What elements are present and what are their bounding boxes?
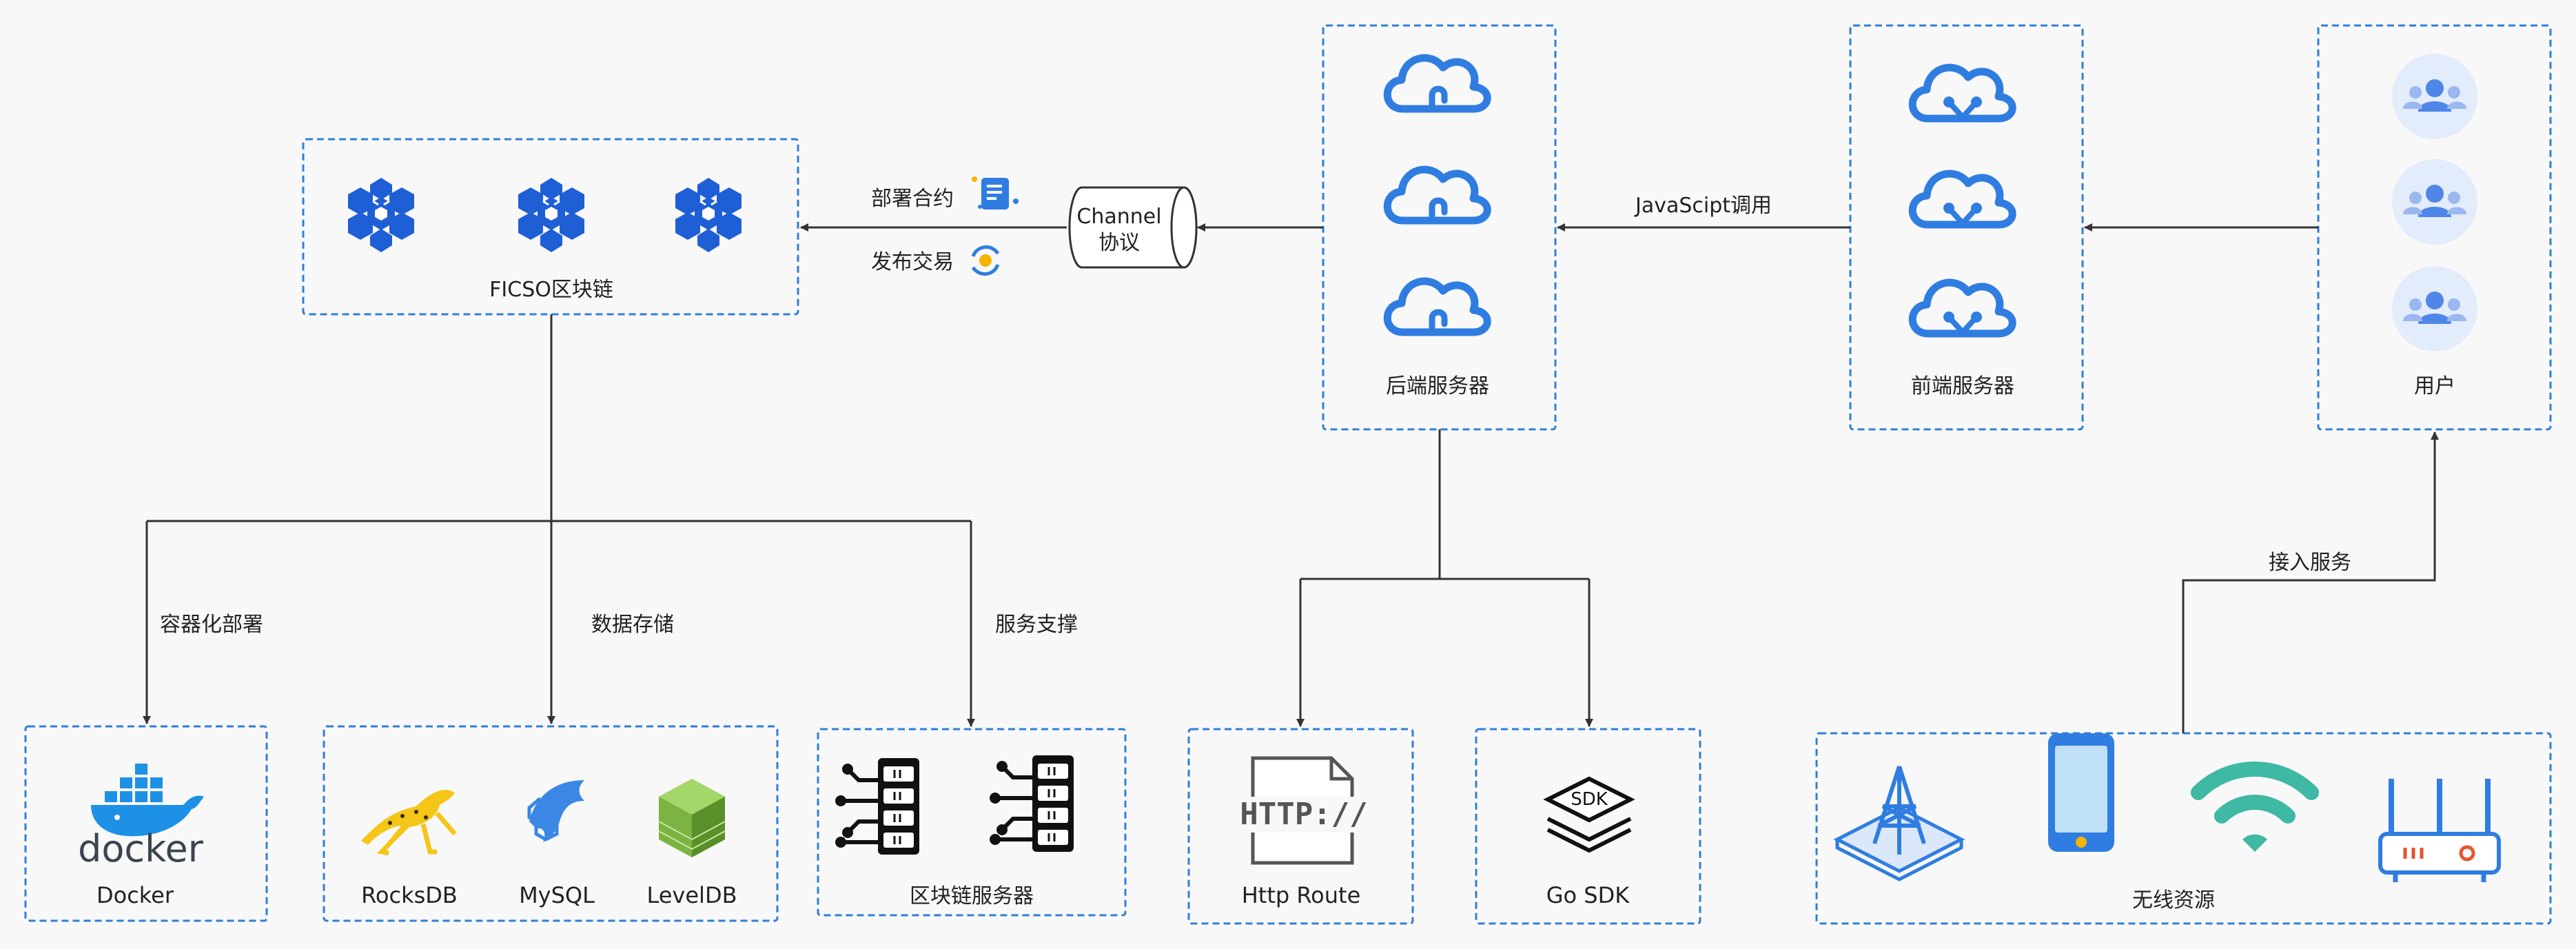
http-box [1187,728,1414,925]
server-rack-icon [835,758,919,855]
cloud-network-icon [1912,68,2012,119]
backend-branch-lines [1300,429,1589,580]
router-icon [2378,779,2501,882]
channel-label-1: Channel [1076,205,1161,229]
docker-whale-icon [91,764,204,837]
cloud-network-icon [1912,283,2012,334]
ficso-box [302,138,799,316]
leveldb-cube-icon [658,779,726,857]
chain-server-box [817,728,1127,917]
rocksdb-label: RocksDB [361,882,458,908]
chain-server-label: 区块链服务器 [910,884,1034,908]
frontend-label: 前端服务器 [1911,374,2014,398]
channel-cylinder: Channel 协议 [1068,186,1198,269]
blockchain-cube-icon [674,176,743,254]
http-icon-text: HTTP:// [1240,797,1367,832]
publish-tx-label: 发布交易 [871,250,954,274]
js-call-label: JavaScipt调用 [1634,194,1772,218]
blockchain-cube-icon [347,176,416,254]
user-group-icon [2392,266,2477,351]
cloud-network-icon [1912,174,2012,225]
user-group-icon [2392,54,2477,139]
ficso-branch-lines [147,314,971,522]
containerize-label: 容器化部署 [160,613,263,637]
deploy-contract-label: 部署合约 [871,187,954,211]
sdk-layers-icon: SDK [1543,776,1635,853]
docker-box [24,725,268,922]
data-storage-label: 数据存储 [591,613,674,637]
exchange-icon [971,245,1000,276]
cloud-network-icon [1387,170,1487,221]
channel-label-2: 协议 [1098,231,1140,255]
backend-label: 后端服务器 [1386,374,1489,398]
leveldb-label: LevelDB [646,882,737,908]
access-service-label: 接入服务 [2269,551,2351,575]
contract-doc-icon [972,176,1019,210]
tower-icon [1833,766,1965,881]
ficso-label: FICSO区块链 [489,278,613,302]
wireless-to-user-arrow [2182,431,2439,733]
user-group-icon [2392,159,2477,245]
http-file-icon: HTTP:// [1240,756,1368,865]
service-support-label: 服务支撑 [995,613,1078,637]
docker-logo-text: docker [78,827,204,870]
go-sdk-label: Go SDK [1546,882,1631,908]
server-rack-icon [990,755,1074,852]
cloud-network-icon [1387,58,1487,109]
http-route-label: Http Route [1242,882,1361,908]
sdk-box [1475,728,1701,925]
dolphin-icon [527,780,584,842]
db-box [323,725,779,922]
blockchain-cube-icon [517,176,586,254]
cloud-network-icon [1387,281,1487,332]
docker-label: Docker [96,882,174,908]
mysql-label: MySQL [519,882,595,908]
user-label: 用户 [2414,374,2455,398]
phone-icon [2048,733,2114,852]
wifi-icon [2191,762,2319,852]
cheetah-icon [361,790,457,856]
sdk-icon-text: SDK [1571,789,1608,810]
wireless-label: 无线资源 [2132,888,2215,912]
